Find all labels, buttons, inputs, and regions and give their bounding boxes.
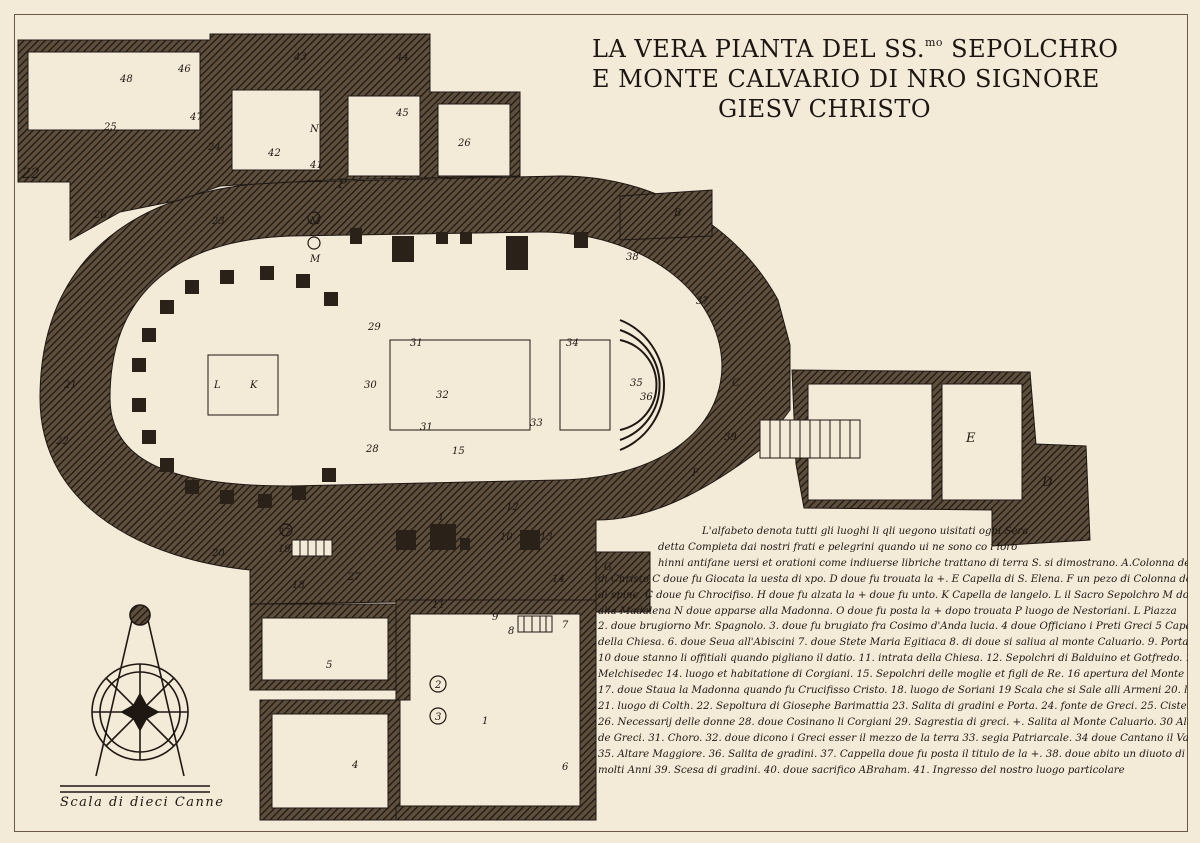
plan-label: 34 bbox=[566, 338, 579, 349]
legend-line: molti Anni 39. Scesa di gradini. 40. dou… bbox=[598, 764, 1125, 776]
plan-label: 6 bbox=[562, 762, 569, 773]
plan-label: 19 bbox=[278, 544, 291, 555]
apse-steps bbox=[619, 319, 666, 451]
legend-line: de Greci. 31. Choro. 32. doue dicono i G… bbox=[598, 732, 1188, 744]
map-legend: L'alfabeto denota tutti gli luoghi li ql… bbox=[598, 524, 1188, 779]
scale-instrument bbox=[60, 604, 210, 793]
plan-label: 26 bbox=[457, 138, 471, 149]
plan-label: 1 bbox=[438, 512, 444, 523]
rotunda-piers bbox=[132, 228, 588, 550]
plan-label: 36 bbox=[640, 392, 653, 403]
plan-label: 1 bbox=[482, 716, 488, 727]
plan-label: K bbox=[249, 380, 258, 391]
plan-label: 15 bbox=[452, 446, 465, 457]
legend-line: 26. Necessarij delle donne 28. doue Cosi… bbox=[598, 716, 1188, 728]
plan-label: 13 bbox=[540, 532, 553, 543]
plan-label: 8 bbox=[508, 626, 514, 637]
legend-line: L'alfabeto denota tutti gli luoghi li ql… bbox=[702, 526, 1029, 537]
plan-label: 28 bbox=[365, 444, 379, 455]
plan-label: B bbox=[673, 208, 681, 219]
plan-label: 24 bbox=[207, 142, 221, 153]
plan-label: 45 bbox=[395, 108, 409, 119]
plan-label: 42 bbox=[267, 148, 281, 159]
plan-label: 3 bbox=[435, 712, 441, 723]
legend-line: di Christo C doue fu Giocata la uesta di… bbox=[598, 573, 1188, 585]
plan-label: 17 bbox=[280, 527, 291, 536]
legend-line: di spine. C doue fu Chrocifiso. H doue f… bbox=[598, 589, 1188, 601]
legend-line: 10 doue stanno li offitiali quando pigli… bbox=[598, 653, 1188, 665]
title-line-1: LA VERA PIANTA DEL SS.mo SEPOLCHRO bbox=[592, 35, 1119, 63]
plan-label: N bbox=[309, 124, 320, 135]
plate-border bbox=[14, 14, 1188, 832]
plan-label: M bbox=[309, 216, 321, 227]
plan-label: 48 bbox=[119, 74, 133, 85]
plan-label: 10 bbox=[500, 532, 513, 543]
plan-label: L bbox=[213, 380, 221, 391]
plan-label: 35 bbox=[630, 378, 643, 389]
plan-label: 47 bbox=[189, 112, 203, 123]
plan-label: 39 bbox=[724, 432, 737, 443]
plan-label: 29 bbox=[367, 322, 381, 333]
legend-line: alla Madalena N doue apparse alla Madonn… bbox=[598, 605, 1177, 617]
plan-label: 11 bbox=[432, 600, 445, 611]
plan-label: F bbox=[691, 468, 700, 479]
plan-label: G bbox=[604, 562, 612, 573]
plan-label: E bbox=[965, 431, 976, 446]
legend-line: hinni antifane uersi et orationi come in… bbox=[658, 557, 1188, 569]
plan-label: 33 bbox=[530, 418, 543, 429]
plan-label: 25 bbox=[103, 122, 117, 133]
plan-label: P bbox=[337, 177, 347, 192]
plan-label: 41 bbox=[309, 160, 323, 171]
plan-label: 4 bbox=[351, 760, 358, 771]
plan-label: 30 bbox=[364, 380, 377, 391]
plan-label: 43 bbox=[293, 52, 307, 63]
plan-label: 38 bbox=[626, 252, 639, 263]
plan-label: 46 bbox=[177, 64, 191, 75]
plan-label: M bbox=[309, 254, 321, 265]
scale-label: Scala di dieci Canne bbox=[60, 795, 225, 810]
plan-label: 7 bbox=[562, 620, 569, 631]
plan-label: 31 bbox=[410, 338, 423, 349]
plan-label: 22 bbox=[21, 166, 40, 182]
legend-line: 35. Altare Maggiore. 36. Salita de gradi… bbox=[598, 748, 1188, 760]
legend-line: 2. doue brugiorno Mr. Spagnolo. 3. doue … bbox=[598, 621, 1188, 633]
legend-line: detta Compieta dai nostri frati e pelegr… bbox=[658, 541, 1018, 553]
title-line-3: GIESV CHRISTO bbox=[718, 95, 932, 123]
plan-label: D bbox=[1041, 475, 1053, 490]
plan-label: 23 bbox=[211, 216, 225, 227]
plan-label: 14 bbox=[552, 574, 565, 585]
legend-line: 17. doue Staua la Madonna quando fu Cruc… bbox=[598, 685, 1188, 697]
plan-label: 20 bbox=[211, 548, 225, 559]
map-title: LA VERA PIANTA DEL SS.mo SEPOLCHRO E MON… bbox=[592, 28, 1132, 124]
plan-label: 22 bbox=[55, 436, 69, 447]
plan-labels: 22 46 48 43 44 47 25 42 N 41 45 24 26 P … bbox=[21, 52, 1053, 773]
plan-label: 9 bbox=[492, 612, 499, 623]
plan-label: 26 bbox=[93, 210, 107, 221]
plan-label: 12 bbox=[506, 502, 519, 513]
plan-label: 18 bbox=[292, 580, 305, 591]
legend-line: Melchisedec 14. luogo et habitatione di … bbox=[598, 669, 1188, 681]
legend-line: della Chiesa. 6. doue Seua all'Abiscini … bbox=[598, 637, 1188, 649]
legend-line: 21. luogo di Colth. 22. Sepoltura di Gio… bbox=[598, 700, 1188, 712]
plan-label: 21 bbox=[63, 380, 77, 391]
plan-label: 44 bbox=[395, 52, 409, 63]
plan-label: 32 bbox=[436, 390, 449, 401]
plan-label: 5 bbox=[326, 660, 332, 671]
plan-label: 2 bbox=[434, 680, 441, 691]
plan-label: 37 bbox=[696, 296, 709, 307]
title-line-2: E MONTE CALVARIO DI NRO SIGNORE bbox=[592, 65, 1100, 93]
plan-label: C bbox=[732, 378, 740, 389]
plan-label: 27 bbox=[347, 572, 361, 583]
plan-label: 31 bbox=[420, 422, 433, 433]
